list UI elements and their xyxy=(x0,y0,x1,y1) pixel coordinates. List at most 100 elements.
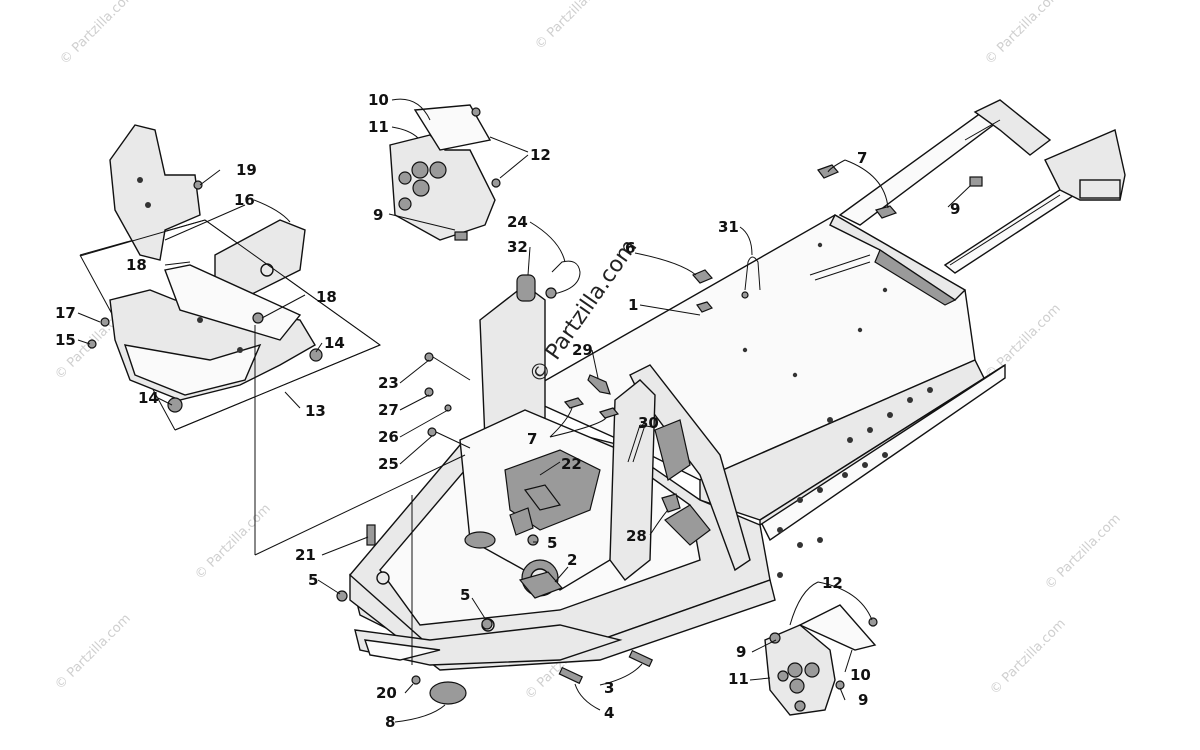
callout-25: 25 xyxy=(378,455,399,473)
clip-7c xyxy=(563,397,585,409)
callout-9: 9 xyxy=(950,200,960,218)
bolt-25 xyxy=(427,427,437,437)
callout-11: 11 xyxy=(728,670,749,688)
callout-5: 5 xyxy=(460,586,470,604)
tunnel-rail-upper xyxy=(838,109,1002,226)
callout-31: 31 xyxy=(718,218,739,236)
hardware xyxy=(336,164,983,705)
callout-29: 29 xyxy=(572,341,593,359)
fastener-14b xyxy=(309,348,323,362)
fitting-28 xyxy=(661,493,681,513)
callout-4: 4 xyxy=(604,704,614,722)
bolt-3 xyxy=(628,649,654,668)
skid-plate-bottom-assembly xyxy=(764,604,878,716)
callout-19: 19 xyxy=(236,161,257,179)
grommet-8 xyxy=(429,681,467,705)
callout-24: 24 xyxy=(507,213,528,231)
bolt-4 xyxy=(558,666,584,685)
plug-22 xyxy=(509,507,534,536)
bracket-2 xyxy=(518,571,564,599)
clip-7d xyxy=(598,407,620,419)
callout-9: 9 xyxy=(858,691,868,709)
skid-bracket-10-top xyxy=(413,104,492,151)
rear-bumper-end xyxy=(1079,179,1121,199)
leader-lines xyxy=(77,98,971,723)
callout-12: 12 xyxy=(530,146,551,164)
engine-mount-rail xyxy=(164,264,302,341)
watermark: © Partzilla.com xyxy=(1042,511,1124,593)
u-bolt-31 xyxy=(744,256,761,291)
fastener-14 xyxy=(167,397,183,413)
callout-14: 14 xyxy=(138,389,159,407)
tower-gusset xyxy=(664,504,711,546)
watermark: © Partzilla.com xyxy=(532,0,614,53)
nut-9-rear xyxy=(969,176,983,187)
clip-6 xyxy=(691,269,714,284)
bulkhead-cutout-inner xyxy=(523,484,562,511)
skid-bracket-10-bottom xyxy=(798,604,877,651)
washer-26 xyxy=(444,404,452,412)
tunnel-rail-lower xyxy=(943,179,1087,274)
nut-9-top xyxy=(454,231,468,241)
skid-plate-top-assembly xyxy=(389,104,501,241)
bushing-32 xyxy=(516,274,536,302)
callout-12: 12 xyxy=(822,574,843,592)
callout-9: 9 xyxy=(373,206,383,224)
callout-11: 11 xyxy=(368,118,389,136)
callout-20: 20 xyxy=(376,684,397,702)
callout-21: 21 xyxy=(295,546,316,564)
bolt-5c xyxy=(481,618,493,630)
watermark: © Partzilla.com xyxy=(987,616,1069,698)
callout-27: 27 xyxy=(378,401,399,419)
callout-1: 1 xyxy=(628,296,638,314)
callout-13: 13 xyxy=(305,402,326,420)
callout-28: 28 xyxy=(626,527,647,545)
running-board-edge xyxy=(759,364,1006,527)
callout-17: 17 xyxy=(55,304,76,322)
callout-18: 18 xyxy=(316,288,337,306)
callout-7: 7 xyxy=(527,430,537,448)
callout-10: 10 xyxy=(368,91,389,109)
callout-8: 8 xyxy=(385,713,395,731)
steering-tower-left xyxy=(609,379,656,581)
callout-14: 14 xyxy=(324,334,345,352)
bolt-20 xyxy=(411,675,421,685)
cable-24 xyxy=(547,260,581,296)
callout-15: 15 xyxy=(55,331,76,349)
upper-engine-bracket xyxy=(109,124,201,261)
pin-29 xyxy=(587,374,611,395)
callout-5: 5 xyxy=(308,571,318,589)
bolt-21 xyxy=(366,524,376,546)
floor-bushing xyxy=(464,531,496,549)
running-board-holes xyxy=(757,387,933,578)
bolt-5b xyxy=(527,534,539,546)
watermark: © Partzilla.com xyxy=(52,611,134,693)
callout-30: 30 xyxy=(638,414,659,432)
tunnel-top-bevel xyxy=(874,249,957,306)
clip-7b xyxy=(874,205,898,219)
skid-plate-11-top xyxy=(389,134,496,241)
callout-23: 23 xyxy=(378,374,399,392)
callout-5: 5 xyxy=(547,534,557,552)
callout-10: 10 xyxy=(850,666,871,684)
front-bumper-plate xyxy=(363,639,441,661)
callout-3: 3 xyxy=(604,679,614,697)
callout-26: 26 xyxy=(378,428,399,446)
clip-6-lower xyxy=(696,301,713,313)
engine-mount-face xyxy=(123,343,262,396)
callout-16: 16 xyxy=(234,191,255,209)
callout-9: 9 xyxy=(736,643,746,661)
watermark: © Partzilla.com xyxy=(982,301,1064,383)
watermark: © Partzilla.com xyxy=(192,501,274,583)
callout-6: 6 xyxy=(625,239,635,257)
callout-labels: 1 2 3 4 5 5 5 6 7 7 8 9 9 9 9 10 10 11 1… xyxy=(55,91,960,731)
bolt-27 xyxy=(424,387,434,397)
bolt-23 xyxy=(424,352,434,362)
callout-32: 32 xyxy=(507,238,528,256)
callout-2: 2 xyxy=(567,551,577,569)
steering-tower-cutout xyxy=(654,419,691,481)
rear-crossbar xyxy=(973,99,1052,156)
watermark: © Partzilla.com xyxy=(982,0,1064,68)
callout-22: 22 xyxy=(561,455,582,473)
watermark: © Partzilla.com xyxy=(57,0,139,68)
